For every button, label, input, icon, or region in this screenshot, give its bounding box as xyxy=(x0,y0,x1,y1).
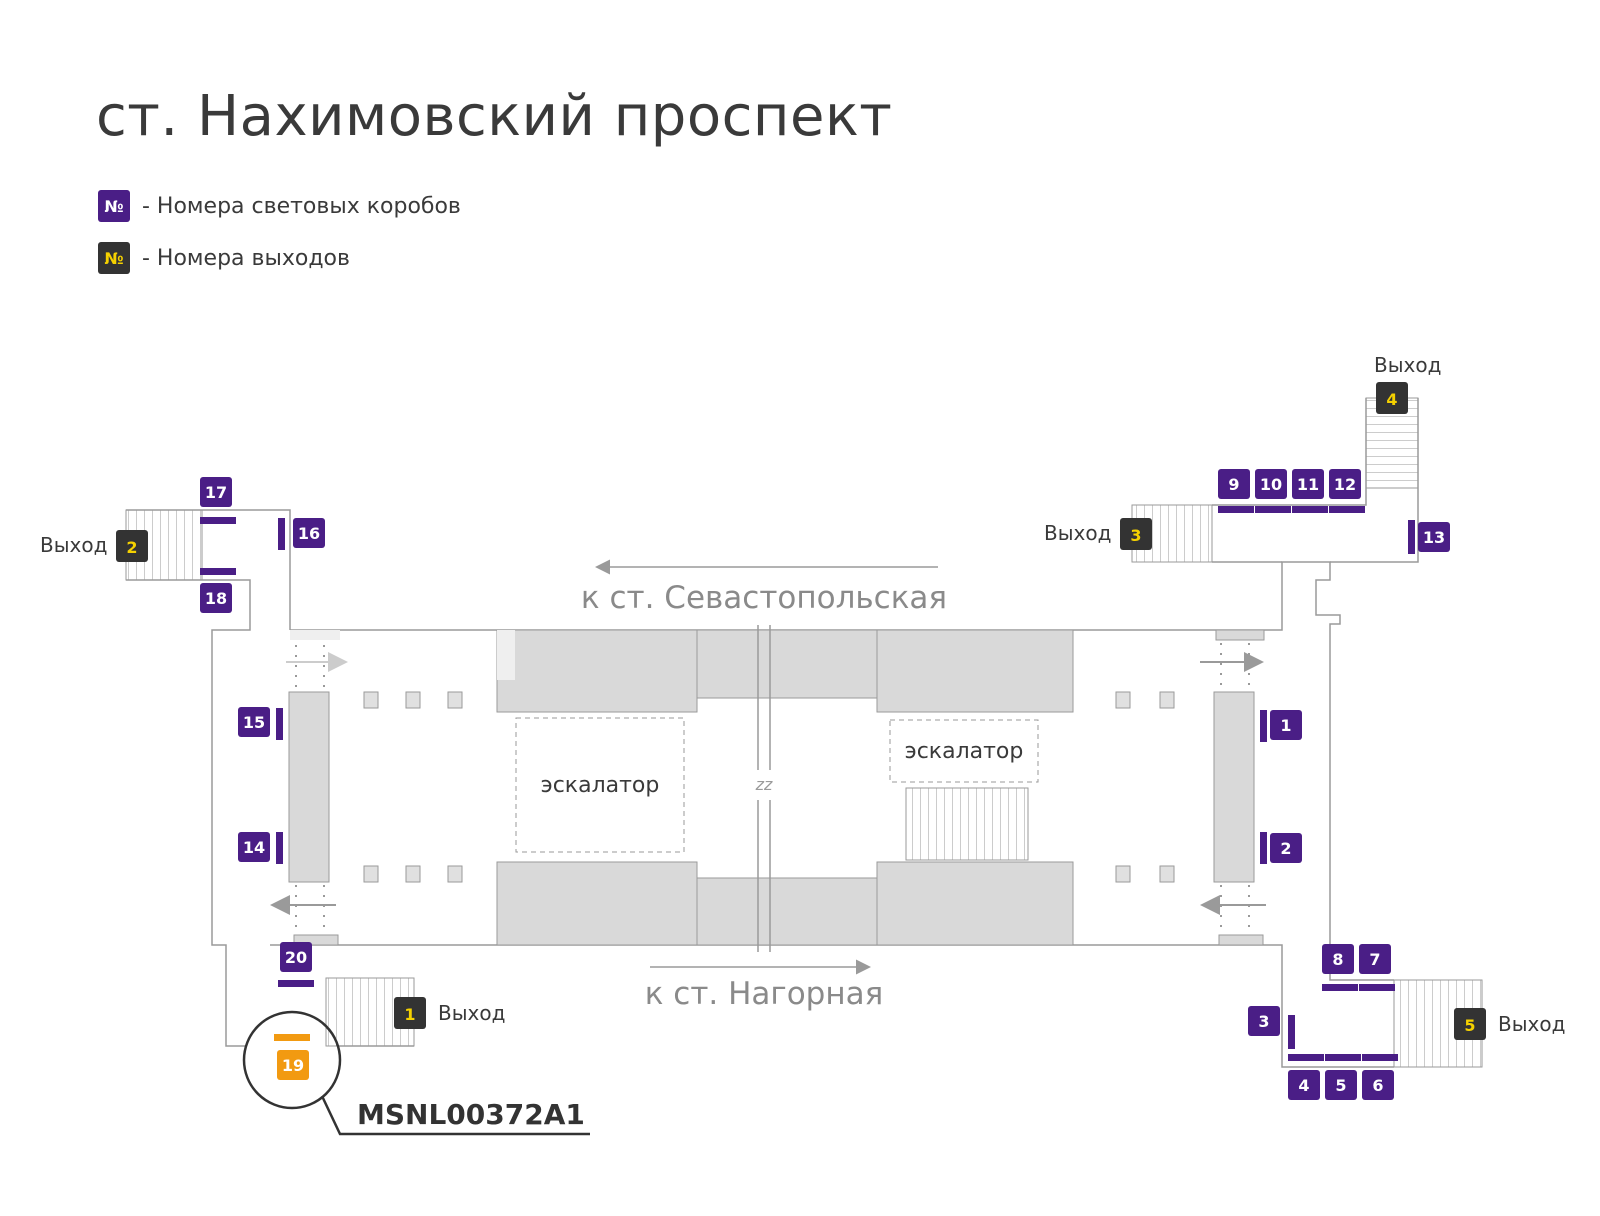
svg-text:17: 17 xyxy=(205,483,227,502)
highlight-number: 19 xyxy=(282,1056,304,1075)
legend-lightbox-label: - Номера световых коробов xyxy=(142,193,461,219)
exit-1[interactable]: 1 Выход xyxy=(394,997,505,1029)
exit-2-label: Выход xyxy=(40,533,107,557)
svg-text:3: 3 xyxy=(1258,1012,1269,1031)
legend-lightbox: № - Номера световых коробов xyxy=(98,190,461,222)
svg-text:5: 5 xyxy=(1464,1016,1475,1035)
page-title: ст. Нахимовский проспект xyxy=(96,84,893,149)
lightbox-tiles: 17 18 16 15 14 20 1 2 9 10 11 12 13 8 7 … xyxy=(200,469,1450,1100)
svg-text:11: 11 xyxy=(1297,475,1319,494)
exit-3-label: Выход xyxy=(1044,521,1111,545)
escalator-steps xyxy=(905,787,1029,861)
lightbox-11[interactable]: 11 xyxy=(1292,469,1324,499)
escalator-right xyxy=(889,719,1039,783)
highlight-circle xyxy=(242,1010,342,1110)
lightbox-1[interactable]: 1 xyxy=(1270,710,1302,740)
svg-text:10: 10 xyxy=(1260,475,1282,494)
svg-text:1: 1 xyxy=(404,1005,415,1024)
break-bg xyxy=(752,770,776,800)
escalator-left xyxy=(515,717,685,853)
lightbox-5[interactable]: 5 xyxy=(1325,1070,1357,1100)
direction-top-label: к ст. Севастопольская xyxy=(581,580,947,616)
exit-1-label: Выход xyxy=(438,1001,505,1025)
svg-text:4: 4 xyxy=(1298,1076,1309,1095)
highlight-tile xyxy=(277,1050,309,1080)
lightbox-16[interactable]: 16 xyxy=(293,518,325,548)
lightbox-20[interactable]: 20 xyxy=(280,942,312,972)
lightbox-13[interactable]: 13 xyxy=(1418,522,1450,552)
escalator-right-label: эскалатор xyxy=(905,739,1024,764)
platform-blocks xyxy=(288,629,1265,946)
svg-text:9: 9 xyxy=(1228,475,1239,494)
faded-block-2 xyxy=(497,630,515,680)
lightbox-7[interactable]: 7 xyxy=(1359,944,1391,974)
escalator-left-label: эскалатор xyxy=(541,773,660,798)
svg-text:2: 2 xyxy=(1280,839,1291,858)
exits: Выход 2 Выход 3 Выход 4 1 Выход 5 Выход xyxy=(40,353,1565,1040)
exit-2[interactable]: Выход 2 xyxy=(40,530,148,562)
svg-text:5: 5 xyxy=(1335,1076,1346,1095)
exit-4[interactable]: Выход 4 xyxy=(1374,353,1441,414)
pillars xyxy=(363,691,1175,883)
lightbox-4[interactable]: 4 xyxy=(1288,1070,1320,1100)
lightbox-9[interactable]: 9 xyxy=(1218,469,1250,499)
lightbox-2[interactable]: 2 xyxy=(1270,833,1302,863)
exit-legend-icon: № xyxy=(98,242,130,274)
svg-text:18: 18 xyxy=(205,589,227,608)
highlighted-lightbox-19[interactable]: 19 MSNL00372A1 xyxy=(242,1010,590,1136)
faded-block xyxy=(290,630,340,640)
lightbox-17[interactable]: 17 xyxy=(200,477,232,507)
lightbox-10[interactable]: 10 xyxy=(1255,469,1287,499)
break-mark: zz xyxy=(755,775,773,794)
svg-text:2: 2 xyxy=(126,538,137,557)
highlight-leader-line xyxy=(320,1095,590,1136)
svg-text:3: 3 xyxy=(1130,526,1141,545)
lightbox-bars xyxy=(200,506,1415,1061)
lightbox-legend-icon: № xyxy=(98,190,130,222)
svg-text:1: 1 xyxy=(1280,716,1291,735)
svg-text:7: 7 xyxy=(1369,950,1380,969)
svg-text:15: 15 xyxy=(243,713,265,732)
lightbox-15[interactable]: 15 xyxy=(238,707,270,737)
svg-text:6: 6 xyxy=(1372,1076,1383,1095)
highlight-code: MSNL00372A1 xyxy=(357,1098,585,1131)
lightbox-6[interactable]: 6 xyxy=(1362,1070,1394,1100)
exit-3[interactable]: Выход 3 xyxy=(1044,518,1152,550)
svg-text:14: 14 xyxy=(243,838,265,857)
legend-exit-label: - Номера выходов xyxy=(142,245,350,271)
legend-exit: № - Номера выходов xyxy=(98,242,350,274)
direction-bottom-label: к ст. Нагорная xyxy=(645,976,884,1012)
svg-text:16: 16 xyxy=(298,524,320,543)
lightbox-8[interactable]: 8 xyxy=(1322,944,1354,974)
exit-4-label: Выход xyxy=(1374,353,1441,377)
svg-text:8: 8 xyxy=(1332,950,1343,969)
lightbox-12[interactable]: 12 xyxy=(1329,469,1361,499)
svg-text:4: 4 xyxy=(1386,390,1397,409)
exit-5[interactable]: 5 Выход xyxy=(1454,1008,1565,1040)
lightbox-14[interactable]: 14 xyxy=(238,832,270,862)
svg-text:20: 20 xyxy=(285,948,307,967)
highlight-bar xyxy=(274,1034,310,1041)
svg-text:13: 13 xyxy=(1423,528,1445,547)
exit-5-label: Выход xyxy=(1498,1012,1565,1036)
lightbox-18[interactable]: 18 xyxy=(200,583,232,613)
lightbox-3[interactable]: 3 xyxy=(1248,1006,1280,1036)
svg-text:12: 12 xyxy=(1334,475,1356,494)
